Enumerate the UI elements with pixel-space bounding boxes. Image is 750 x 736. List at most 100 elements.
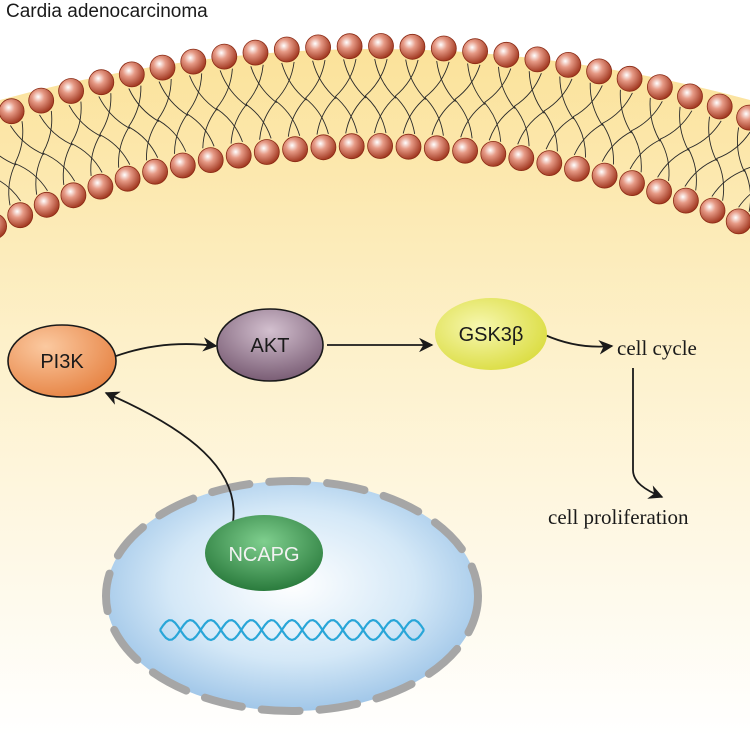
akt-node <box>216 308 324 382</box>
lipid-tail <box>517 110 545 145</box>
lipid-tail <box>679 106 689 151</box>
lipid-head <box>0 214 7 238</box>
lipid-tail <box>98 96 131 129</box>
lipid-tail <box>345 95 367 134</box>
lipid-tail <box>394 95 416 135</box>
lipid-tail <box>589 82 603 126</box>
lipid-head <box>646 178 672 205</box>
lipid-tail <box>157 119 187 152</box>
lipid-tail <box>62 142 73 185</box>
lipid-tail <box>374 58 397 99</box>
lipid-tail <box>601 123 614 165</box>
lipid-head <box>87 173 114 200</box>
lipid-tail <box>657 148 690 178</box>
lipid-tail <box>659 110 693 140</box>
lipid-head <box>253 139 280 165</box>
lipid-tail <box>186 113 215 147</box>
lipid-tail <box>189 75 218 111</box>
lipid-head <box>242 39 269 66</box>
lipid-tail <box>0 180 21 202</box>
lipid-head <box>586 58 612 85</box>
lipid-head <box>399 33 426 60</box>
lipid-head <box>273 36 300 63</box>
lipid-tail <box>158 81 189 116</box>
lipid-tail <box>498 66 516 109</box>
nucleus <box>106 481 478 711</box>
lipid-tail <box>394 59 419 97</box>
lipid-tail <box>659 139 670 181</box>
pi3k-node <box>7 324 117 398</box>
lipid-tail <box>275 61 295 102</box>
lipid-head <box>395 133 422 160</box>
lipid-tail <box>157 78 172 121</box>
lipid-head <box>619 170 645 197</box>
lipid-tail <box>275 100 301 136</box>
lipid-tail <box>484 102 502 142</box>
lipid-head <box>736 104 750 131</box>
lipid-tail <box>128 88 160 122</box>
lipid-tail <box>688 120 722 149</box>
lipid-head <box>60 182 87 209</box>
lipid-head <box>368 33 394 59</box>
akt-label: AKT <box>251 335 290 357</box>
lipid-tail <box>513 73 542 107</box>
gsk3b-node <box>435 298 547 370</box>
membrane-inner-leaflet <box>0 133 750 238</box>
lipid-tail <box>424 97 444 136</box>
arrow-gsk3b-to-cell-cycle <box>544 334 614 355</box>
lipid-tail <box>374 95 397 134</box>
lipid-tail <box>316 96 337 135</box>
lipid-head <box>305 34 332 61</box>
lipid-tail <box>10 125 45 156</box>
lipid-tail-layer <box>0 58 750 212</box>
lipid-head <box>310 134 337 161</box>
lipid-tail <box>543 78 573 112</box>
lipid-tail <box>335 96 358 134</box>
lipid-tail <box>572 85 603 118</box>
lipid-head <box>699 197 726 224</box>
lipid-tail <box>436 61 456 102</box>
cell-cycle-label: cell cycle <box>617 336 697 360</box>
lipid-head <box>423 135 450 162</box>
lipid-head <box>180 48 207 75</box>
lipid-tail <box>513 106 530 147</box>
lipid-head <box>555 52 582 78</box>
lipid-head <box>536 150 563 177</box>
gsk3b-label: GSK3β <box>459 324 524 346</box>
lipid-tail <box>601 130 633 162</box>
lipid-tail <box>128 126 159 158</box>
lipid-tail <box>202 108 218 149</box>
lipid-tail <box>744 166 750 170</box>
lipid-tail <box>601 92 633 124</box>
lipid-head <box>142 158 169 185</box>
lipid-tail <box>42 110 53 154</box>
lipid-head <box>114 165 141 192</box>
lipid-head <box>564 155 590 182</box>
lipid-tail <box>343 59 367 99</box>
lipid-head <box>508 145 535 172</box>
lipid-head <box>197 147 224 174</box>
lipid-head <box>7 202 34 229</box>
lipid-head <box>0 98 25 125</box>
lipid-head <box>282 136 309 163</box>
lipid-tail <box>245 64 264 105</box>
lipid-tail <box>99 93 112 135</box>
lipid-tail <box>629 139 661 170</box>
lipid-tail <box>146 119 159 161</box>
lipid-tail <box>334 59 357 98</box>
lipid-head <box>452 137 479 164</box>
lipid-head <box>480 140 507 167</box>
lipid-tail <box>14 163 48 191</box>
lipid-tail <box>716 131 750 160</box>
lipid-head <box>706 93 733 120</box>
lipid-tail <box>736 127 745 172</box>
lipid-head <box>58 78 84 104</box>
lipid-tail <box>484 68 512 103</box>
lipid-tail <box>70 101 82 144</box>
lipid-tail <box>573 123 604 156</box>
lipid-head <box>591 162 618 189</box>
lipid-head <box>677 83 703 110</box>
diagram-title: Cardia adenocarcinoma <box>6 1 208 22</box>
lipid-head <box>430 35 457 62</box>
lipid-tail <box>305 97 329 135</box>
